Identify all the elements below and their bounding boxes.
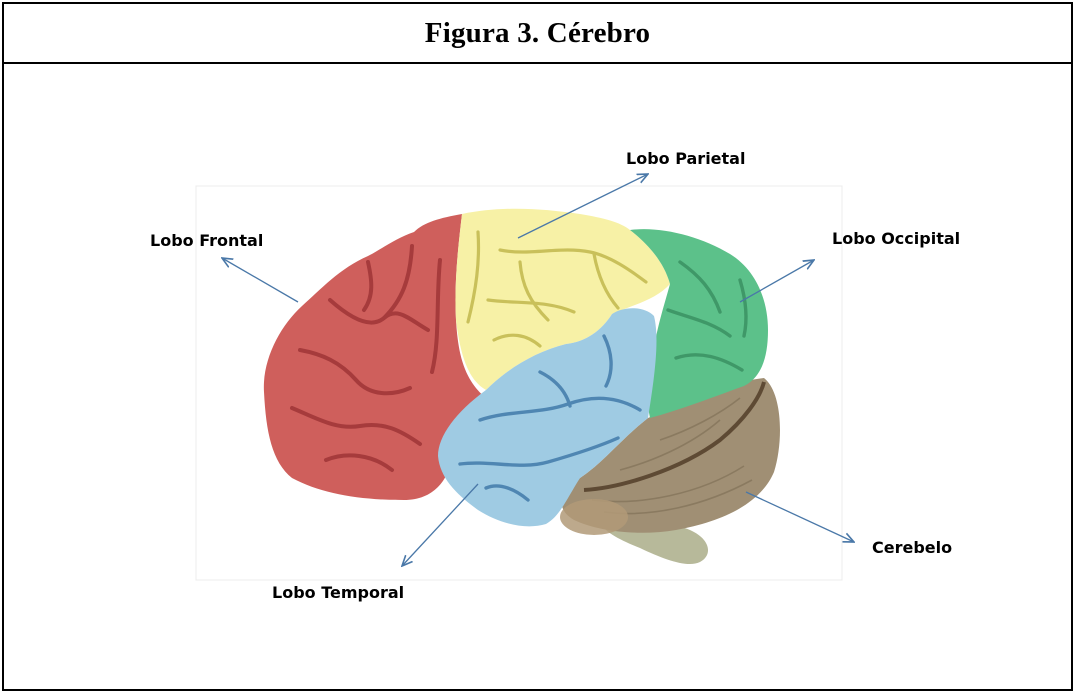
label-temporal: Lobo Temporal xyxy=(272,583,404,602)
label-cerebelo: Cerebelo xyxy=(872,538,952,557)
label-parietal: Lobo Parietal xyxy=(626,149,745,168)
label-occipital: Lobo Occipital xyxy=(832,229,960,248)
pons xyxy=(560,499,628,535)
label-frontal: Lobo Frontal xyxy=(150,231,263,250)
